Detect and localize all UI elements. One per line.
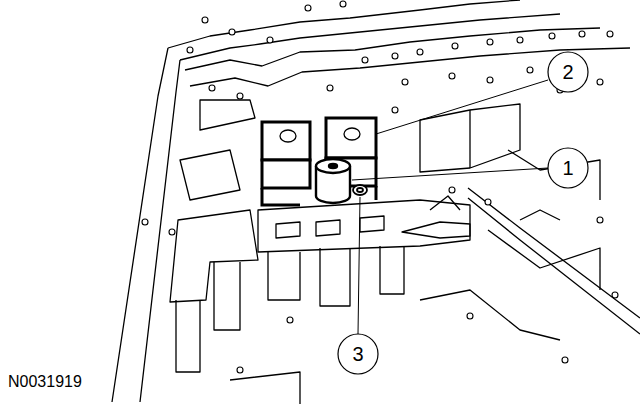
callout-number: 1	[562, 158, 573, 178]
case-outline	[112, 0, 640, 404]
callout-circles	[338, 52, 588, 374]
solenoid-cylinder	[316, 159, 350, 203]
retaining-bolt	[353, 185, 367, 195]
bolt-holes	[142, 1, 618, 373]
leader-lines	[352, 80, 548, 334]
callout-number: 2	[562, 62, 573, 82]
solenoid-blocks	[262, 118, 376, 205]
callout-number: 3	[352, 344, 363, 364]
figure-id: N0031919	[8, 374, 82, 390]
solenoid-ports	[280, 128, 360, 142]
